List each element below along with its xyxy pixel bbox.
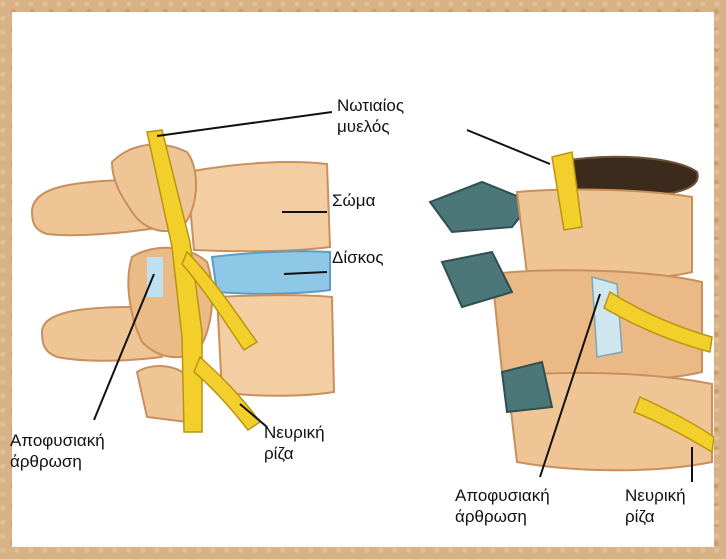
right-spine-oblique-view [430,152,714,470]
right-vertebral-body-upper [517,190,692,279]
leader-spinal-cord-left [157,112,332,136]
spine-illustration [12,12,714,547]
upper-vertebral-body [187,162,330,251]
label-facet-joint-right: Αποφυσιακή άρθρωση [455,485,550,527]
label-vertebral-body: Σώμα [332,190,375,211]
label-disc: Δίσκος [332,247,384,268]
leader-spinal-cord-right [467,130,550,164]
right-slate-process-lower [502,362,552,412]
label-facet-joint-left: Αποφυσιακή άρθρωση [10,430,105,472]
label-spinal-cord: Νωτιαίος μυελός [337,95,404,137]
right-slate-process-upper [430,182,532,232]
diagram-panel: Νωτιαίος μυελός Σώμα Δίσκος Αποφυσιακή ά… [12,12,714,547]
left-spine-lateral-view [32,130,334,432]
disc-highlight [147,257,163,297]
label-nerve-root-left: Νευρική ρίζα [264,422,325,464]
label-nerve-root-right: Νευρική ρίζα [625,485,686,527]
right-facet-joint-shape [592,277,622,357]
